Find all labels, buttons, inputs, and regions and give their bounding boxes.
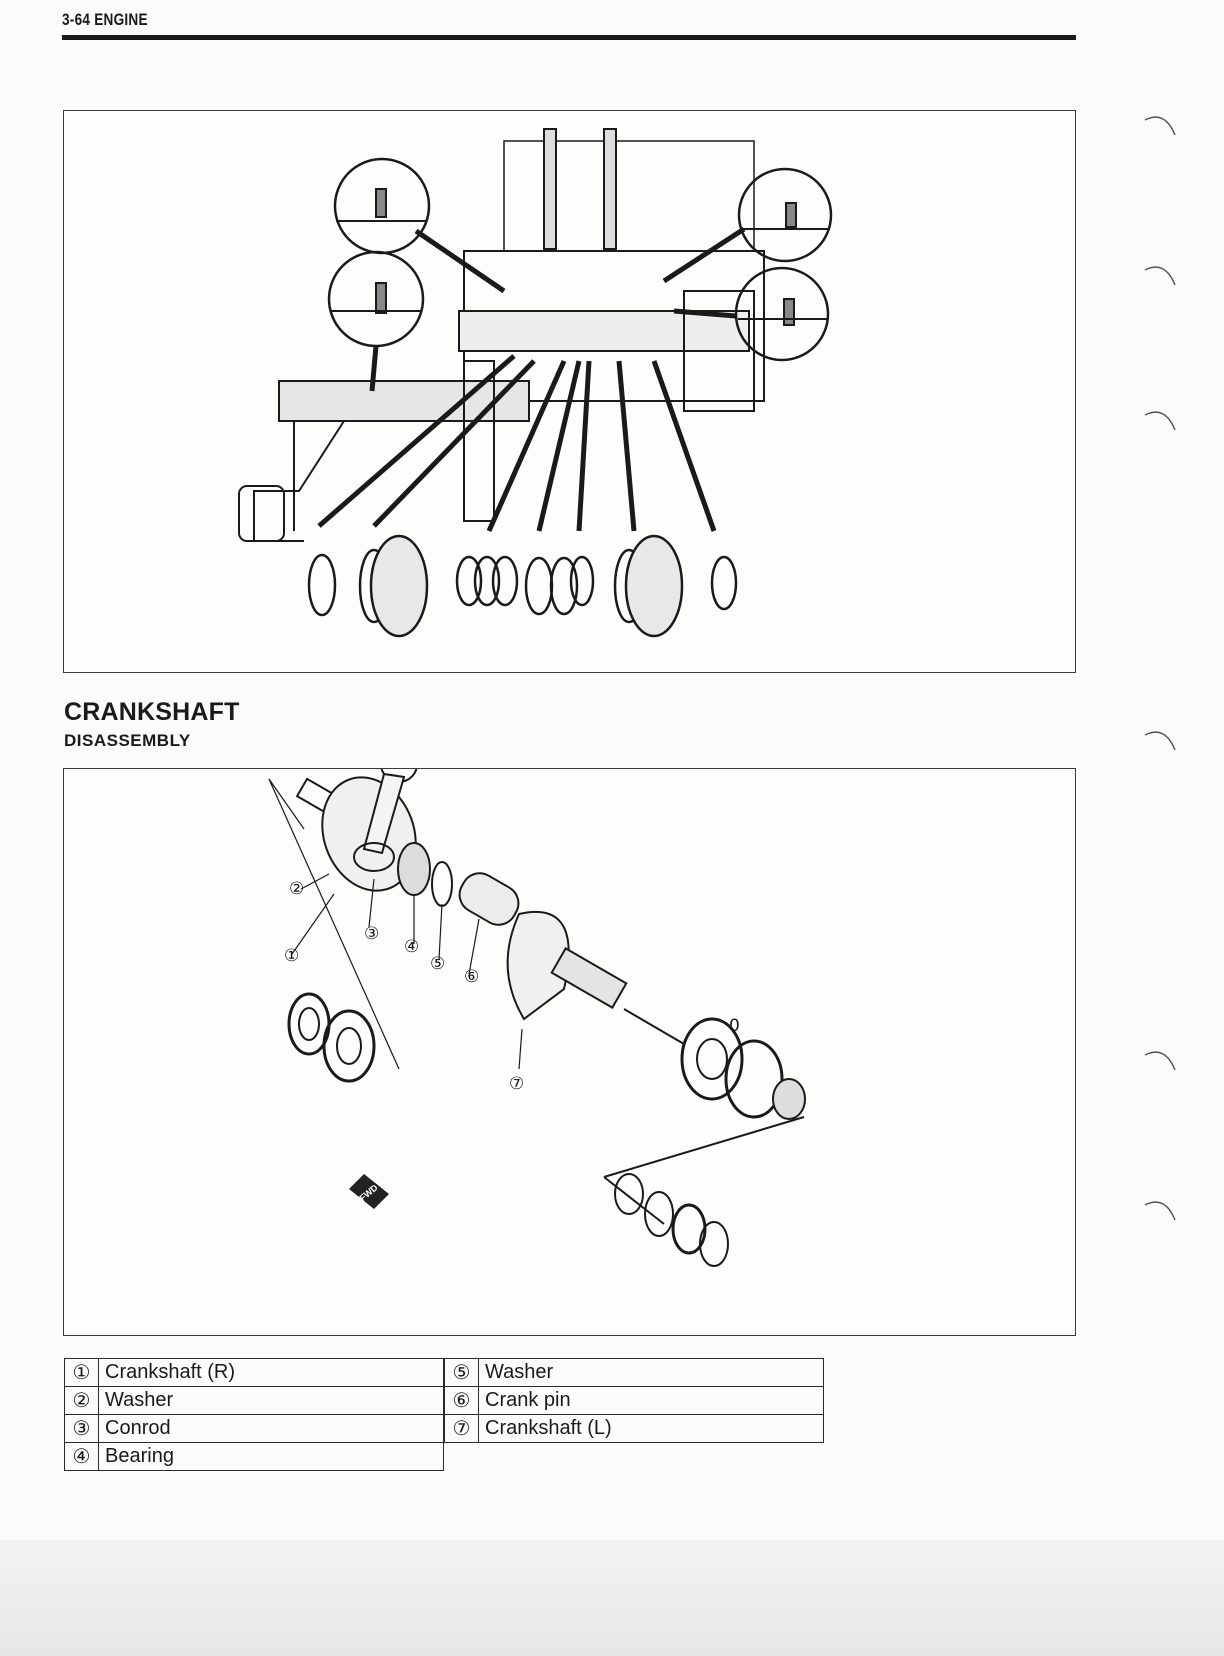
conrod-part (353, 769, 418, 872)
bearing-washer-pin (397, 842, 520, 926)
inset-parts (603, 1116, 805, 1267)
parts-table-left: ① Crankshaft (R) ② Washer ③ Conrod ④ Bea… (64, 1358, 444, 1471)
table-row: ④ Bearing (64, 1442, 444, 1471)
crankshaft-illustration: ② ① ③ ④ ⑤ ⑥ ⑦ 0 FWD (63, 768, 1076, 1336)
gearshift-illustration (63, 110, 1076, 673)
part-name: Crank pin (478, 1386, 824, 1415)
exploded-parts (307, 534, 738, 638)
part-name: Bearing (98, 1442, 444, 1471)
page-header-text: 3-64 ENGINE (62, 10, 148, 29)
part-name: Crankshaft (R) (98, 1358, 444, 1387)
leader-lines (317, 226, 746, 533)
part-number: ② (64, 1386, 99, 1415)
callout-1: ① (284, 946, 299, 966)
callout-6: ⑥ (464, 967, 479, 987)
part-number: ④ (64, 1442, 99, 1471)
part-number: ⑤ (444, 1358, 479, 1387)
page-bottom-shadow (0, 1540, 1224, 1656)
part-number: ③ (64, 1414, 99, 1443)
part-name: Conrod (98, 1414, 444, 1443)
page-header: 3-64 ENGINE (62, 8, 1076, 44)
gearshift-housing (238, 128, 765, 542)
callout-leaders (268, 778, 523, 1070)
section-subtitle: DISASSEMBLY (64, 731, 191, 750)
part-name: Washer (98, 1386, 444, 1415)
stray-mark: 0 (729, 1016, 740, 1036)
part-number: ① (64, 1358, 99, 1387)
callout-4: ④ (404, 937, 419, 957)
callout-3: ③ (364, 924, 379, 944)
table-row: ③ Conrod (64, 1414, 444, 1443)
callout-7: ⑦ (509, 1074, 524, 1094)
part-name: Crankshaft (L) (478, 1414, 824, 1443)
callout-2: ② (289, 879, 304, 899)
callout-5: ⑤ (430, 954, 445, 974)
binder-marks (1144, 116, 1176, 1221)
header-rule (62, 35, 1076, 40)
part-number: ⑦ (444, 1414, 479, 1443)
fwd-arrow-icon: FWD (349, 1174, 389, 1209)
table-row: ⑥ Crank pin (444, 1386, 824, 1415)
crankshaft-left-part (506, 910, 685, 1045)
table-row: ② Washer (64, 1386, 444, 1415)
part-name: Washer (478, 1358, 824, 1387)
part-number: ⑥ (444, 1386, 479, 1415)
shaft-bearings (287, 992, 806, 1120)
callout-numbers: ② ① ③ ④ ⑤ ⑥ ⑦ 0 (284, 879, 740, 1094)
table-row: ⑤ Washer (444, 1358, 824, 1387)
crankshaft-drawing: ② ① ③ ④ ⑤ ⑥ ⑦ 0 FWD (268, 769, 806, 1267)
section-title: CRANKSHAFT (64, 698, 240, 726)
table-row: ① Crankshaft (R) (64, 1358, 444, 1387)
gearshift-drawing (238, 128, 833, 638)
parts-table-right: ⑤ Washer ⑥ Crank pin ⑦ Crankshaft (L) (444, 1358, 824, 1443)
table-row: ⑦ Crankshaft (L) (444, 1414, 824, 1443)
